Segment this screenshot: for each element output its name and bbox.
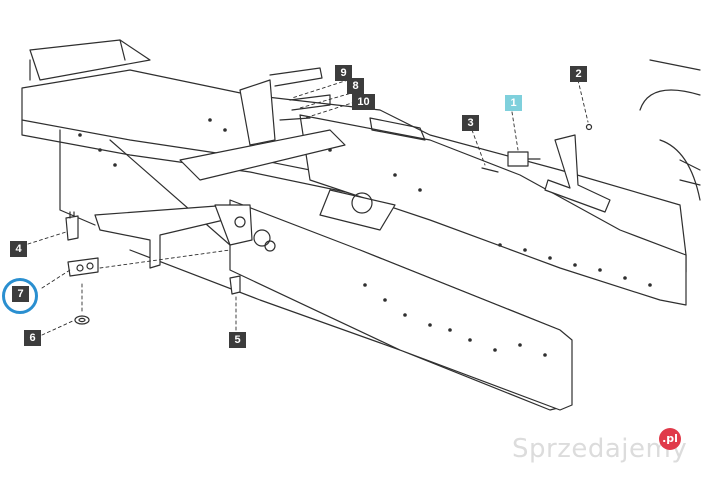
watermark-badge: .pl	[659, 428, 681, 450]
rear-body-outline	[639, 59, 701, 201]
callout-2[interactable]: 2	[570, 66, 587, 82]
leader-lines	[27, 79, 589, 336]
callout-8[interactable]: 8	[347, 78, 364, 94]
callout-9[interactable]: 9	[335, 65, 352, 81]
cross-members	[29, 39, 396, 231]
callout-10[interactable]: 10	[352, 94, 375, 110]
callout-1[interactable]: 1	[505, 95, 522, 111]
left-small-parts	[65, 211, 241, 325]
upper-brackets	[239, 67, 426, 146]
callout-6[interactable]: 6	[24, 330, 41, 346]
callout-7[interactable]: 7	[12, 286, 29, 302]
front-bracket	[94, 204, 276, 269]
switch-bracket	[481, 123, 611, 213]
highlight-ring	[2, 278, 38, 314]
right-frame-rail	[229, 114, 687, 411]
callout-4[interactable]: 4	[10, 241, 27, 257]
rail-holes	[78, 118, 652, 357]
callout-5[interactable]: 5	[229, 332, 246, 348]
callout-3[interactable]: 3	[462, 115, 479, 131]
watermark-text: Sprzedajemy	[512, 434, 688, 464]
